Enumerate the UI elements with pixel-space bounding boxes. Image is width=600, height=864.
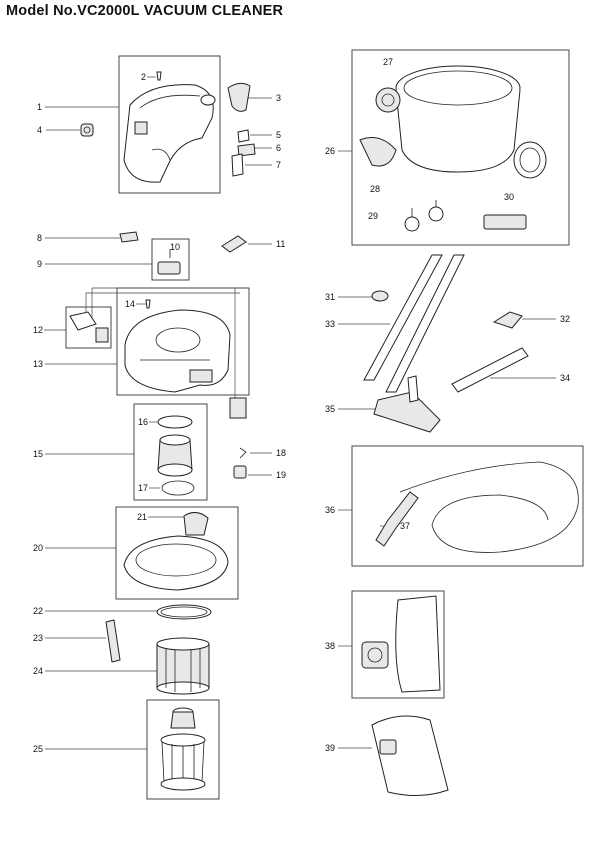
motor-unit [157,415,195,496]
carbon-brush [233,447,247,479]
box-hose-assembly [351,445,584,567]
cloth-bag [371,715,449,796]
svg-text:6: 6 [276,143,281,153]
box-head-base [115,506,239,600]
svg-text:21: 21 [137,512,147,522]
tube-clamp [371,290,389,302]
crevice-nozzle [492,311,523,329]
svg-text:20: 20 [33,543,43,553]
paper-bag [361,595,441,693]
svg-text:8: 8 [37,233,42,243]
control-knob [80,123,94,137]
strain-relief [221,235,247,253]
float-cage [160,707,206,791]
latch-clip [227,82,251,112]
svg-text:27: 27 [383,57,393,67]
svg-text:30: 30 [504,192,514,202]
box-tank-assembly [351,49,570,246]
svg-text:9: 9 [37,259,42,269]
svg-text:1: 1 [37,102,42,112]
svg-text:19: 19 [276,470,286,480]
caster-wheels [404,200,444,232]
svg-text:31: 31 [325,292,335,302]
tank-body [359,65,547,179]
svg-text:10: 10 [170,242,180,252]
svg-text:7: 7 [276,160,281,170]
svg-text:12: 12 [33,325,43,335]
brand-label [483,214,527,230]
svg-text:13: 13 [33,359,43,369]
switch-components [231,129,256,177]
extension-tubes [363,254,465,393]
screw-icon [156,71,162,81]
svg-text:34: 34 [560,373,570,383]
svg-text:37: 37 [400,521,410,531]
bracket-line [91,287,236,398]
box-paper-bag [351,590,445,699]
side-filter-pad [229,397,247,419]
svg-text:3: 3 [276,93,281,103]
svg-text:22: 22 [33,606,43,616]
cartridge-filter [156,637,210,695]
bracket-line [85,292,240,320]
svg-text:26: 26 [325,146,335,156]
svg-text:36: 36 [325,505,335,515]
suction-hose [375,461,579,553]
filter-pads [69,311,109,343]
motor-head-cover [123,84,216,183]
svg-text:5: 5 [276,130,281,140]
svg-text:15: 15 [33,449,43,459]
svg-text:23: 23 [33,633,43,643]
svg-text:39: 39 [325,743,335,753]
lower-housing [124,309,231,393]
cord-clamp [119,231,139,243]
svg-text:17: 17 [138,483,148,493]
svg-text:32: 32 [560,314,570,324]
svg-text:18: 18 [276,448,286,458]
head-base [123,512,229,591]
switch-assembly [157,249,181,275]
box-filter-pair [65,306,112,349]
filter-clip [105,619,121,663]
box-filter-assembly [146,699,220,800]
svg-text:11: 11 [276,239,285,249]
svg-text:25: 25 [33,744,43,754]
svg-text:14: 14 [125,299,135,309]
svg-text:33: 33 [325,319,335,329]
page-title: Model No.VC2000L VACUUM CLEANER [6,3,284,19]
leader-lines [44,76,556,750]
straight-tube [451,347,529,393]
svg-text:35: 35 [325,404,335,414]
box-switch-parts [151,238,190,281]
svg-text:24: 24 [33,666,43,676]
box-motor-assembly [133,403,208,501]
svg-text:4: 4 [37,125,42,135]
floor-nozzle [373,375,441,433]
screw-icon [145,299,151,309]
box-head-assembly [118,55,221,194]
svg-text:16: 16 [138,417,148,427]
callout-labels: 1 2 3 4 5 6 7 8 9 10 11 12 13 14 15 16 1… [33,57,570,754]
gasket-ring [156,604,212,620]
svg-text:28: 28 [370,184,380,194]
svg-text:29: 29 [368,211,378,221]
svg-text:2: 2 [141,72,146,82]
svg-text:38: 38 [325,641,335,651]
